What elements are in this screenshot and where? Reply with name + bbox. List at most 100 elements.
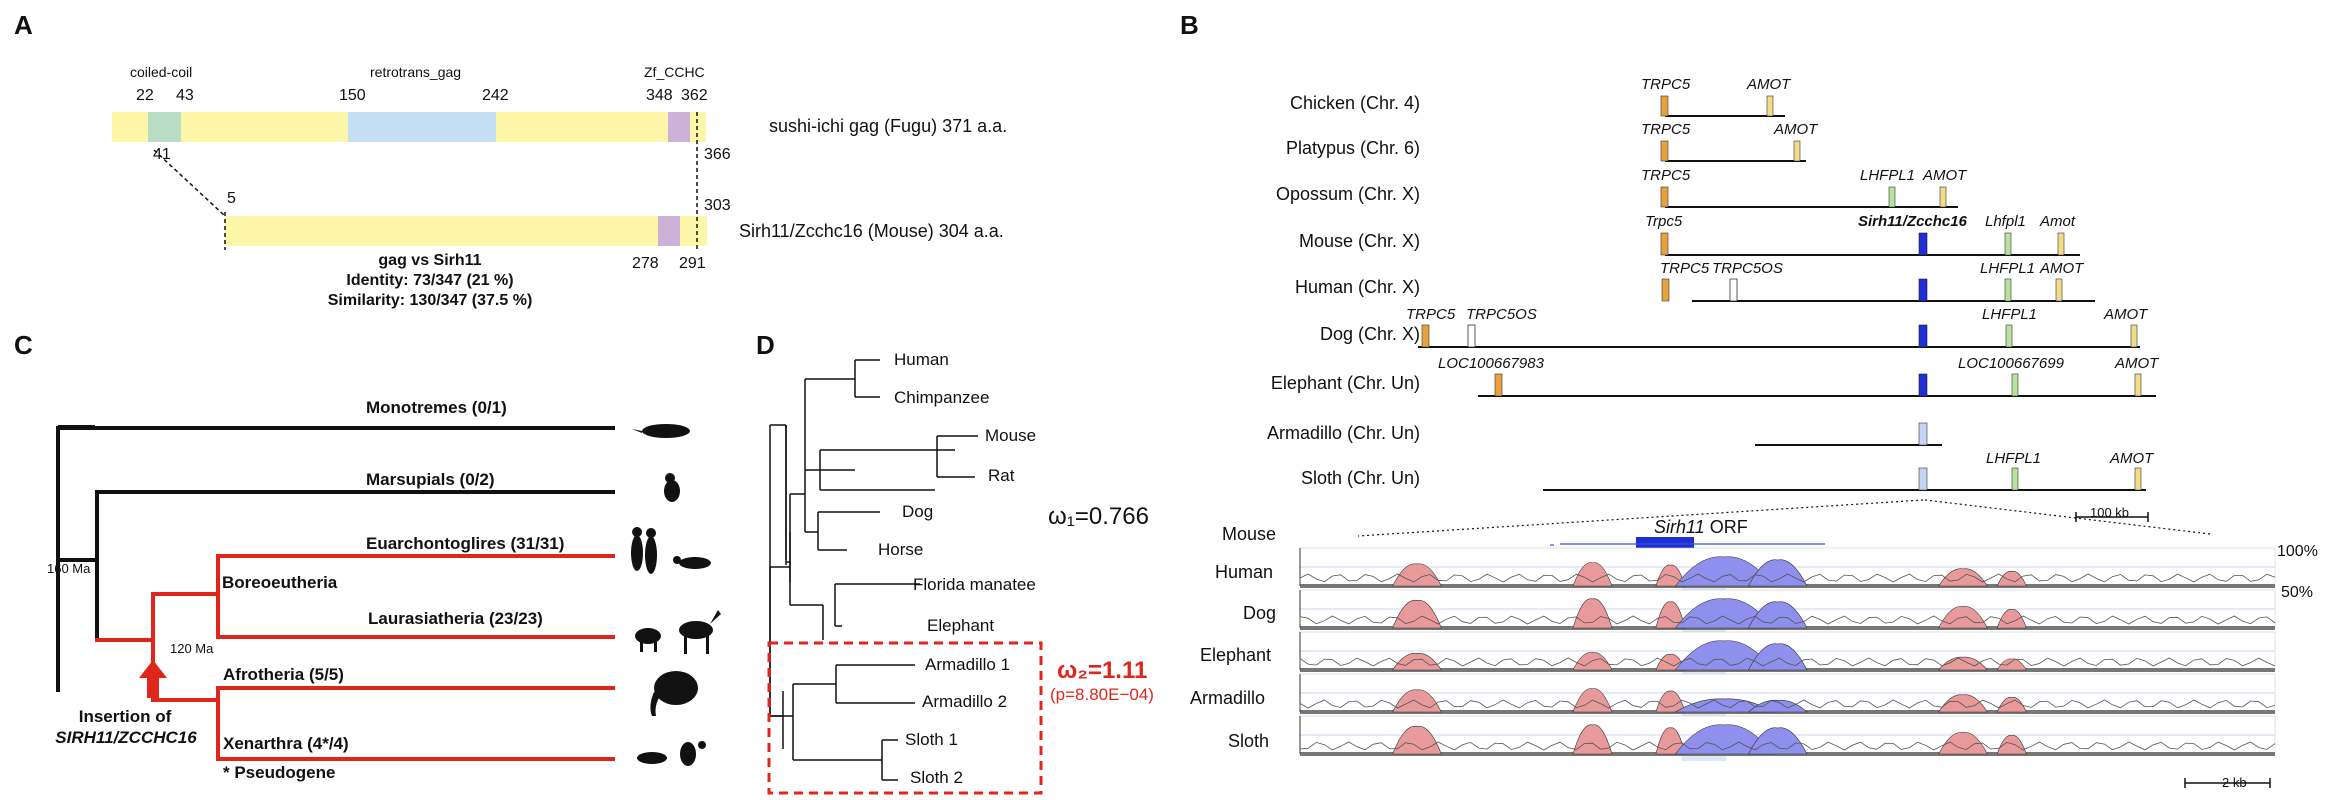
age-120ma: 120 Ma bbox=[170, 641, 214, 656]
taxon-sloth-1: Sloth 1 bbox=[905, 730, 958, 749]
species-elephant: Elephant (Chr. Un) bbox=[1270, 373, 1420, 393]
gene-lhfpl1-sloth: LHFPL1 bbox=[1986, 450, 2042, 467]
taxon-florida-manatee: Florida manatee bbox=[913, 575, 1036, 594]
pos-348: 348 bbox=[646, 87, 673, 104]
species-armadillo: Armadillo (Chr. Un) bbox=[1266, 423, 1420, 443]
pos-366: 366 bbox=[704, 146, 731, 163]
gene-amot-dog: AMOT bbox=[2104, 306, 2148, 323]
pos-41: 41 bbox=[153, 146, 171, 163]
gene-lhfpl1-mouse: Lhfpl1 bbox=[1985, 213, 2026, 230]
conservation-track-elephant bbox=[1299, 631, 2276, 672]
conservation-track-dog bbox=[1299, 589, 2276, 630]
pos-303: 303 bbox=[704, 197, 731, 214]
panel-a-graphics bbox=[112, 112, 707, 250]
scale-bar-2kb bbox=[2184, 778, 2271, 788]
gene-amot-sloth: AMOT bbox=[2110, 450, 2154, 467]
panel-d-tree bbox=[769, 424, 791, 749]
gene-trpc5-opossum: TRPC5 bbox=[1641, 167, 1691, 184]
clade-marsupials: Marsupials (0/2) bbox=[366, 470, 495, 489]
pct-100: 100% bbox=[2277, 543, 2318, 560]
pos-5: 5 bbox=[227, 190, 236, 207]
gene-trpc5-dog: TRPC5 bbox=[1406, 306, 1456, 323]
boreoeutheria-label: Boreoeutheria bbox=[222, 573, 338, 592]
pos-278: 278 bbox=[632, 255, 659, 272]
gene-trpc5os-human: TRPC5OS bbox=[1712, 260, 1783, 277]
gene-amot-human: AMOT bbox=[2040, 260, 2084, 277]
panel-label-c: C bbox=[14, 330, 33, 360]
scale-100kb: 100 kb bbox=[2090, 505, 2130, 520]
pos-242: 242 bbox=[482, 87, 509, 104]
panel-c-tree bbox=[56, 425, 95, 692]
gene-trpc5-mouse: Trpc5 bbox=[1645, 213, 1683, 230]
taxon-horse: Horse bbox=[878, 540, 924, 559]
panel-c-tree-lines bbox=[56, 426, 615, 761]
clade-laurasiatheria: Laurasiatheria (23/23) bbox=[368, 609, 543, 628]
pos-150: 150 bbox=[339, 87, 366, 104]
align-human: Human bbox=[1215, 562, 1274, 582]
taxon-armadillo-1: Armadillo 1 bbox=[925, 655, 1011, 674]
scale-2kb: 2 kb bbox=[2222, 775, 2247, 790]
gene-amot-elephant: AMOT bbox=[2115, 355, 2159, 372]
pseudogene-note: * Pseudogene bbox=[223, 763, 336, 782]
species-dog: Dog (Chr. X) bbox=[1319, 324, 1420, 344]
gene-lhfpl1-opossum: LHFPL1 bbox=[1860, 167, 1916, 184]
gene-amot-chicken: AMOT bbox=[1747, 76, 1791, 93]
taxon-mouse: Mouse bbox=[985, 426, 1037, 445]
clade-xenarthra: Xenarthra (4*/4) bbox=[223, 734, 349, 753]
pos-291: 291 bbox=[679, 255, 706, 272]
align-elephant: Elephant bbox=[1200, 645, 1272, 665]
panel-b-synteny bbox=[1357, 95, 2211, 537]
panel-label-d: D bbox=[756, 330, 775, 360]
retrotrans-gag-label: retrotrans_gag bbox=[370, 64, 462, 80]
insertion-line1: Insertion of bbox=[78, 707, 172, 726]
animal-silhouettes bbox=[631, 424, 721, 766]
coiled-coil-label: coiled-coil bbox=[130, 64, 193, 80]
taxon-rat: Rat bbox=[988, 466, 1015, 485]
gene-amot-platypus: AMOT bbox=[1774, 121, 1818, 138]
conservation-track-human bbox=[1299, 547, 2276, 588]
sirh11-orf-label: Sirh11 ORF bbox=[1654, 517, 1748, 537]
clade-afrotheria: Afrotheria (5/5) bbox=[223, 665, 344, 684]
taxon-human: Human bbox=[894, 350, 949, 369]
gene-loc100667983: LOC100667983 bbox=[1438, 355, 1544, 372]
stats-similarity: Similarity: 130/347 (37.5 %) bbox=[327, 292, 533, 309]
zf-cchc-domain-fugu bbox=[668, 112, 690, 142]
gene-amot-opossum: AMOT bbox=[1923, 167, 1967, 184]
clade-monotremes: Monotremes (0/1) bbox=[366, 398, 507, 417]
sirh11-bar bbox=[225, 216, 707, 246]
taxon-chimpanzee: Chimpanzee bbox=[894, 388, 990, 407]
alignment-link-left bbox=[153, 149, 226, 217]
conservation-plots bbox=[1299, 537, 2276, 788]
xenarthra-highlight-box bbox=[767, 641, 1043, 795]
align-dog: Dog bbox=[1243, 603, 1277, 623]
species-opossum: Opossum (Chr. X) bbox=[1275, 184, 1420, 204]
sirh11-label: Sirh11/Zcchc16 (Mouse) 304 a.a. bbox=[739, 221, 1004, 241]
pos-362: 362 bbox=[681, 87, 708, 104]
gene-lhfpl1-human: LHFPL1 bbox=[1980, 260, 2036, 277]
fugu-gag-label: sushi-ichi gag (Fugu) 371 a.a. bbox=[769, 116, 1008, 136]
stats-identity: Identity: 73/347 (21 %) bbox=[346, 272, 514, 289]
taxon-sloth-2: Sloth 2 bbox=[910, 768, 963, 787]
pct-50: 50% bbox=[2281, 584, 2314, 601]
panel-label-a: A bbox=[14, 10, 33, 40]
conservation-track-armadillo bbox=[1299, 673, 2276, 714]
age-160ma: 160 Ma bbox=[47, 561, 91, 576]
species-mouse: Mouse (Chr. X) bbox=[1298, 231, 1420, 251]
zf-cchc-domain-mouse bbox=[658, 216, 680, 246]
retrotrans-gag-domain bbox=[348, 112, 496, 142]
gene-trpc5-platypus: TRPC5 bbox=[1641, 121, 1691, 138]
conservation-track-sloth bbox=[1299, 715, 2276, 756]
align-ref-mouse: Mouse bbox=[1222, 524, 1277, 544]
gene-loc100667699: LOC100667699 bbox=[1958, 355, 2064, 372]
species-sloth: Sloth (Chr. Un) bbox=[1300, 468, 1420, 488]
species-human: Human (Chr. X) bbox=[1294, 277, 1420, 297]
omega1-label: ω₁=0.766 bbox=[1048, 503, 1149, 530]
coiled-coil-domain bbox=[148, 112, 181, 142]
stats-title: gag vs Sirh11 bbox=[378, 252, 482, 269]
panel-label-b: B bbox=[1180, 10, 1199, 40]
zf-cchc-label: Zf_CCHC bbox=[644, 64, 705, 80]
insertion-line2: SIRH11/ZCCHC16 bbox=[55, 728, 197, 747]
species-chicken: Chicken (Chr. 4) bbox=[1289, 93, 1420, 113]
align-armadillo: Armadillo bbox=[1190, 688, 1266, 708]
